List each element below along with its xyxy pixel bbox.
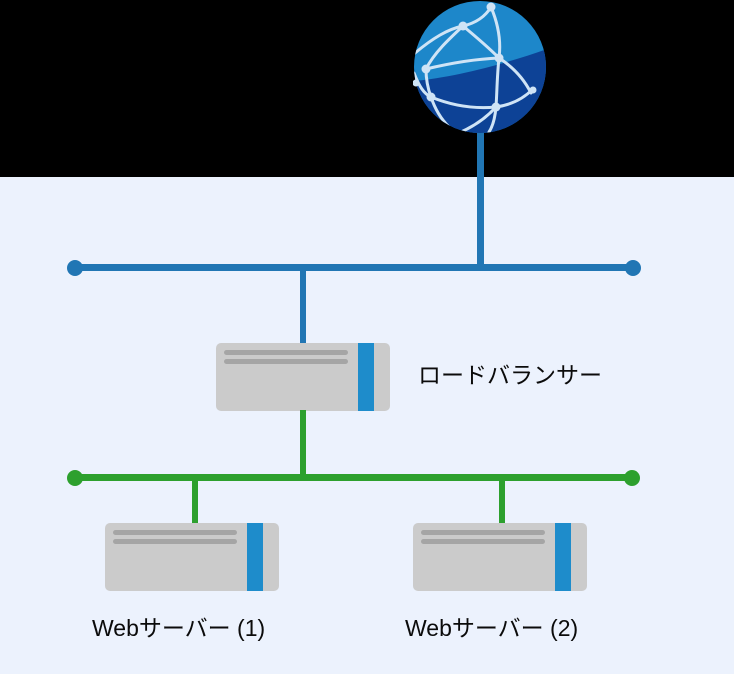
web-server-2-label: Webサーバー (2) — [405, 615, 579, 641]
server-power-stripe — [358, 343, 374, 411]
web-server-2-icon — [413, 523, 587, 591]
connector-internal-to-web-server-1 — [192, 477, 198, 524]
top-black-band — [0, 0, 734, 177]
server-vent-slot — [113, 539, 237, 544]
load-balancer-label: ロードバランサー — [418, 362, 602, 388]
web-server-1-icon — [105, 523, 279, 591]
web-server-1-label: Webサーバー (1) — [92, 615, 266, 641]
internal-network-line — [75, 474, 632, 481]
server-vent-slot — [224, 350, 348, 355]
internal-network-endpoint-left — [67, 470, 83, 486]
server-vent-slot — [421, 530, 545, 535]
internet-globe-icon — [412, 1, 547, 135]
server-power-stripe — [247, 523, 263, 591]
internal-network-endpoint-right — [624, 470, 640, 486]
external-network-line — [75, 264, 633, 271]
connector-globe-to-external-network — [477, 126, 484, 268]
globe-svg — [412, 1, 546, 133]
load-balancer-icon — [216, 343, 390, 411]
server-vent-slot — [113, 530, 237, 535]
external-network-endpoint-right — [625, 260, 641, 276]
server-vent-slot — [224, 359, 348, 364]
connector-load-balancer-to-internal — [300, 410, 306, 478]
server-power-stripe — [555, 523, 571, 591]
external-network-endpoint-left — [67, 260, 83, 276]
connector-external-to-load-balancer — [300, 267, 306, 345]
server-vent-slot — [421, 539, 545, 544]
connector-internal-to-web-server-2 — [499, 477, 505, 524]
